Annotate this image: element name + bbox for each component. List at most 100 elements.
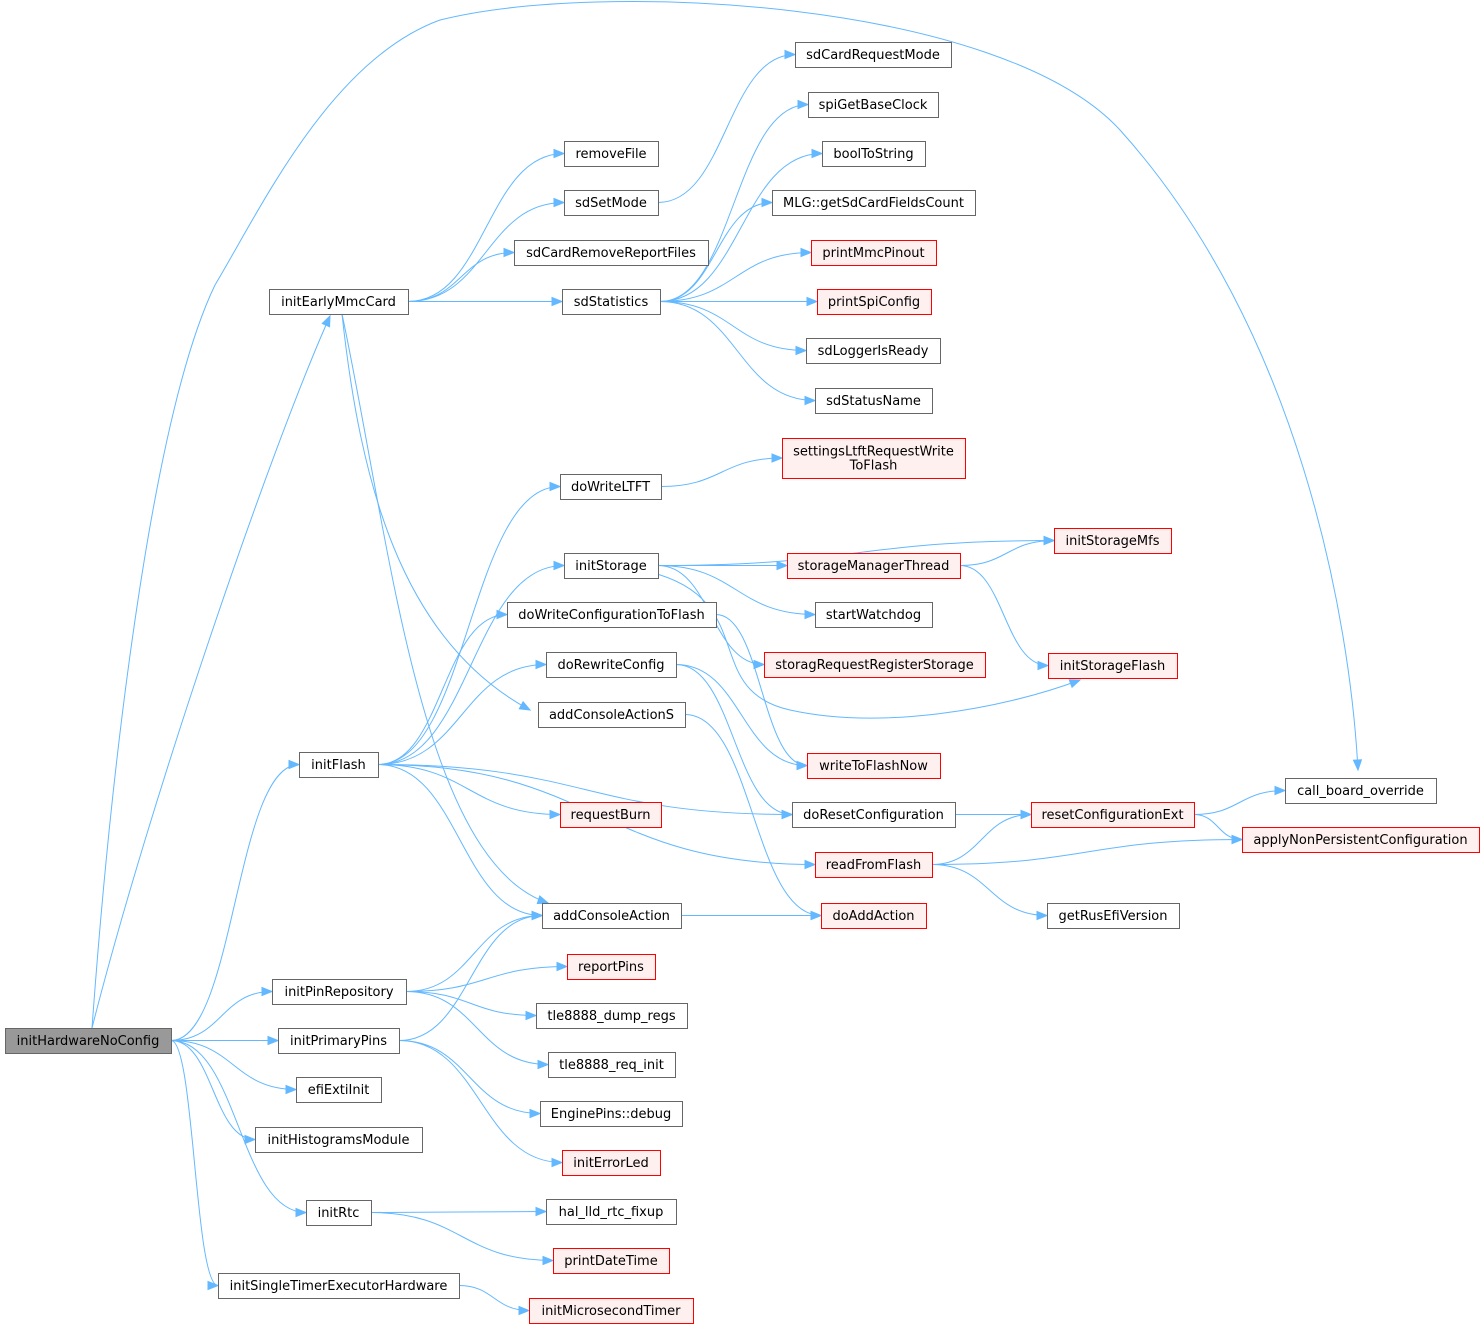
node-inithistogramsmodule[interactable]: initHistogramsModule — [255, 1127, 423, 1153]
node-reportpins[interactable]: reportPins — [567, 954, 656, 980]
node-printspiconfig[interactable]: printSpiConfig — [817, 289, 932, 315]
node-box — [514, 240, 709, 266]
node-sdloggerisready[interactable]: sdLoggerIsReady — [806, 338, 941, 364]
edge-initflash-to-initstorage — [377, 560, 566, 765]
edge-line — [170, 1040, 307, 1213]
edge-line — [959, 540, 1055, 566]
node-efiextiinit[interactable]: efiExtiInit — [296, 1077, 382, 1103]
node-box — [538, 702, 686, 728]
node-initearlymmccard[interactable]: initEarlyMmcCard — [269, 289, 409, 315]
node-sdcardrequestmode[interactable]: sdCardRequestMode — [795, 42, 952, 68]
node-initerrorled[interactable]: initErrorLed — [562, 1150, 661, 1176]
arrowhead-icon — [800, 247, 813, 258]
arrowhead-icon — [1231, 834, 1244, 845]
node-initflash[interactable]: initFlash — [299, 752, 379, 778]
node-box — [808, 92, 939, 118]
node-printdatetime[interactable]: printDateTime — [553, 1248, 670, 1274]
node-initsingletimerexecutorhardware[interactable]: initSingleTimerExecutorHardware — [218, 1273, 460, 1299]
node-initrtc[interactable]: initRtc — [306, 1200, 372, 1226]
node-label: initMicrosecondTimer — [541, 1304, 681, 1319]
node-printmmcpinout[interactable]: printMmcPinout — [811, 240, 937, 266]
node-sdcardremovereportfiles[interactable]: sdCardRemoveReportFiles — [514, 240, 709, 266]
node-initstorage[interactable]: initStorage — [564, 553, 659, 579]
node-box — [764, 652, 986, 678]
node-hal-lld-rtc-fixup[interactable]: hal_lld_rtc_fixup — [546, 1199, 677, 1225]
node-label: storagRequestRegisterStorage — [775, 658, 974, 673]
edge-inithardwarenoconfig-to-efiextiinit — [170, 1040, 298, 1095]
edge-resetconfigurationext-to-call-board-override — [1193, 785, 1287, 815]
node-sdsetmode[interactable]: sdSetMode — [564, 190, 659, 216]
node-resetconfigurationext[interactable]: resetConfigurationExt — [1031, 802, 1195, 828]
edge-initflash-to-dowriteconfigurationtoflash — [377, 609, 509, 765]
edge-sdstatistics-to-mlg-getsdcardfieldscount — [659, 197, 774, 302]
node-doaddaction[interactable]: doAddAction — [821, 903, 927, 929]
node-box — [1242, 827, 1480, 853]
edge-line — [649, 571, 1081, 719]
node-label: initStorage — [575, 559, 646, 574]
node-addconsoleactions[interactable]: addConsoleActionS — [538, 702, 686, 728]
arrowhead-icon — [776, 560, 789, 571]
node-box — [553, 1248, 670, 1274]
node-dowriteconfigurationtoflash[interactable]: doWriteConfigurationToFlash — [507, 602, 717, 628]
arrowhead-icon — [806, 296, 819, 307]
arrowhead-icon — [207, 1280, 220, 1291]
arrowhead-icon — [1068, 679, 1082, 689]
arrowhead-icon — [288, 759, 301, 770]
node-applynonpersistentconfiguration[interactable]: applyNonPersistentConfiguration — [1242, 827, 1480, 853]
node-enginepins-debug[interactable]: EnginePins::debug — [540, 1101, 683, 1127]
node-addconsoleaction[interactable]: addConsoleAction — [542, 903, 682, 929]
node-call-board-override[interactable]: call_board_override — [1285, 778, 1437, 804]
node-tle8888-req-init[interactable]: tle8888_req_init — [548, 1052, 676, 1078]
edge-line — [377, 764, 793, 815]
node-box — [822, 141, 926, 167]
node-doresetconfiguration[interactable]: doResetConfiguration — [792, 802, 956, 828]
arrowhead-icon — [1037, 660, 1050, 671]
edge-initflash-to-dowriteltft — [377, 481, 562, 765]
arrowhead-icon — [321, 314, 331, 328]
node-spigetbaseclock[interactable]: spiGetBaseClock — [808, 92, 939, 118]
arrowhead-icon — [753, 659, 766, 670]
edge-initpinrepository-to-tle8888-req-init — [405, 991, 550, 1070]
arrowhead-icon — [267, 1035, 280, 1046]
node-writetoflashnow[interactable]: writeToFlashNow — [807, 753, 941, 779]
node-dowriteltft[interactable]: doWriteLTFT — [560, 474, 662, 500]
arrowhead-icon — [1036, 910, 1049, 921]
edge-initearlymmccard-to-sdstatistics — [408, 296, 564, 307]
node-getrusefiversion[interactable]: getRusEfiVersion — [1047, 903, 1180, 929]
node-label: addConsoleActionS — [549, 708, 674, 723]
arrowhead-icon — [536, 895, 550, 905]
node-label: initErrorLed — [573, 1156, 649, 1171]
edge-inithardwarenoconfig-to-initrtc — [170, 1040, 308, 1218]
node-storagemanagerthread[interactable]: storageManagerThread — [787, 553, 961, 579]
node-box — [507, 602, 717, 628]
node-tle8888-dump-regs[interactable]: tle8888_dump_regs — [536, 1003, 688, 1029]
node-removefile[interactable]: removeFile — [564, 141, 659, 167]
node-dorewriteconfig[interactable]: doRewriteConfig — [546, 652, 677, 678]
node-initpinrepository[interactable]: initPinRepository — [272, 979, 407, 1005]
node-box — [536, 1003, 688, 1029]
node-initprimarypins[interactable]: initPrimaryPins — [278, 1028, 400, 1054]
node-booltostring[interactable]: boolToString — [822, 141, 926, 167]
node-label: reportPins — [578, 960, 644, 975]
node-box — [560, 474, 662, 500]
node-startwatchdog[interactable]: startWatchdog — [815, 602, 933, 628]
edge-inithardwarenoconfig-to-call-board-override — [91, 1, 1363, 1029]
node-sdstatusname[interactable]: sdStatusName — [815, 388, 933, 414]
edge-line — [657, 54, 796, 203]
node-readfromflash[interactable]: readFromFlash — [815, 852, 933, 878]
node-inithardwarenoconfig[interactable]: initHardwareNoConfig — [5, 1028, 172, 1054]
node-storagrequestregisterstorage[interactable]: storagRequestRegisterStorage — [764, 652, 986, 678]
node-label: initEarlyMmcCard — [281, 295, 396, 310]
node-initmicrosecondtimer[interactable]: initMicrosecondTimer — [529, 1298, 694, 1324]
arrowhead-icon — [784, 49, 797, 60]
node-label: readFromFlash — [826, 858, 922, 873]
arrowhead-icon — [518, 1305, 531, 1316]
node-mlg-getsdcardfieldscount[interactable]: MLG::getSdCardFieldsCount — [772, 190, 976, 216]
node-requestburn[interactable]: requestBurn — [560, 802, 662, 828]
node-sdstatistics[interactable]: sdStatistics — [562, 289, 661, 315]
node-initstoragemfs[interactable]: initStorageMfs — [1054, 528, 1172, 554]
node-initstorageflash[interactable]: initStorageFlash — [1048, 653, 1178, 679]
arrowhead-icon — [496, 609, 509, 620]
arrowhead-icon — [761, 197, 774, 208]
